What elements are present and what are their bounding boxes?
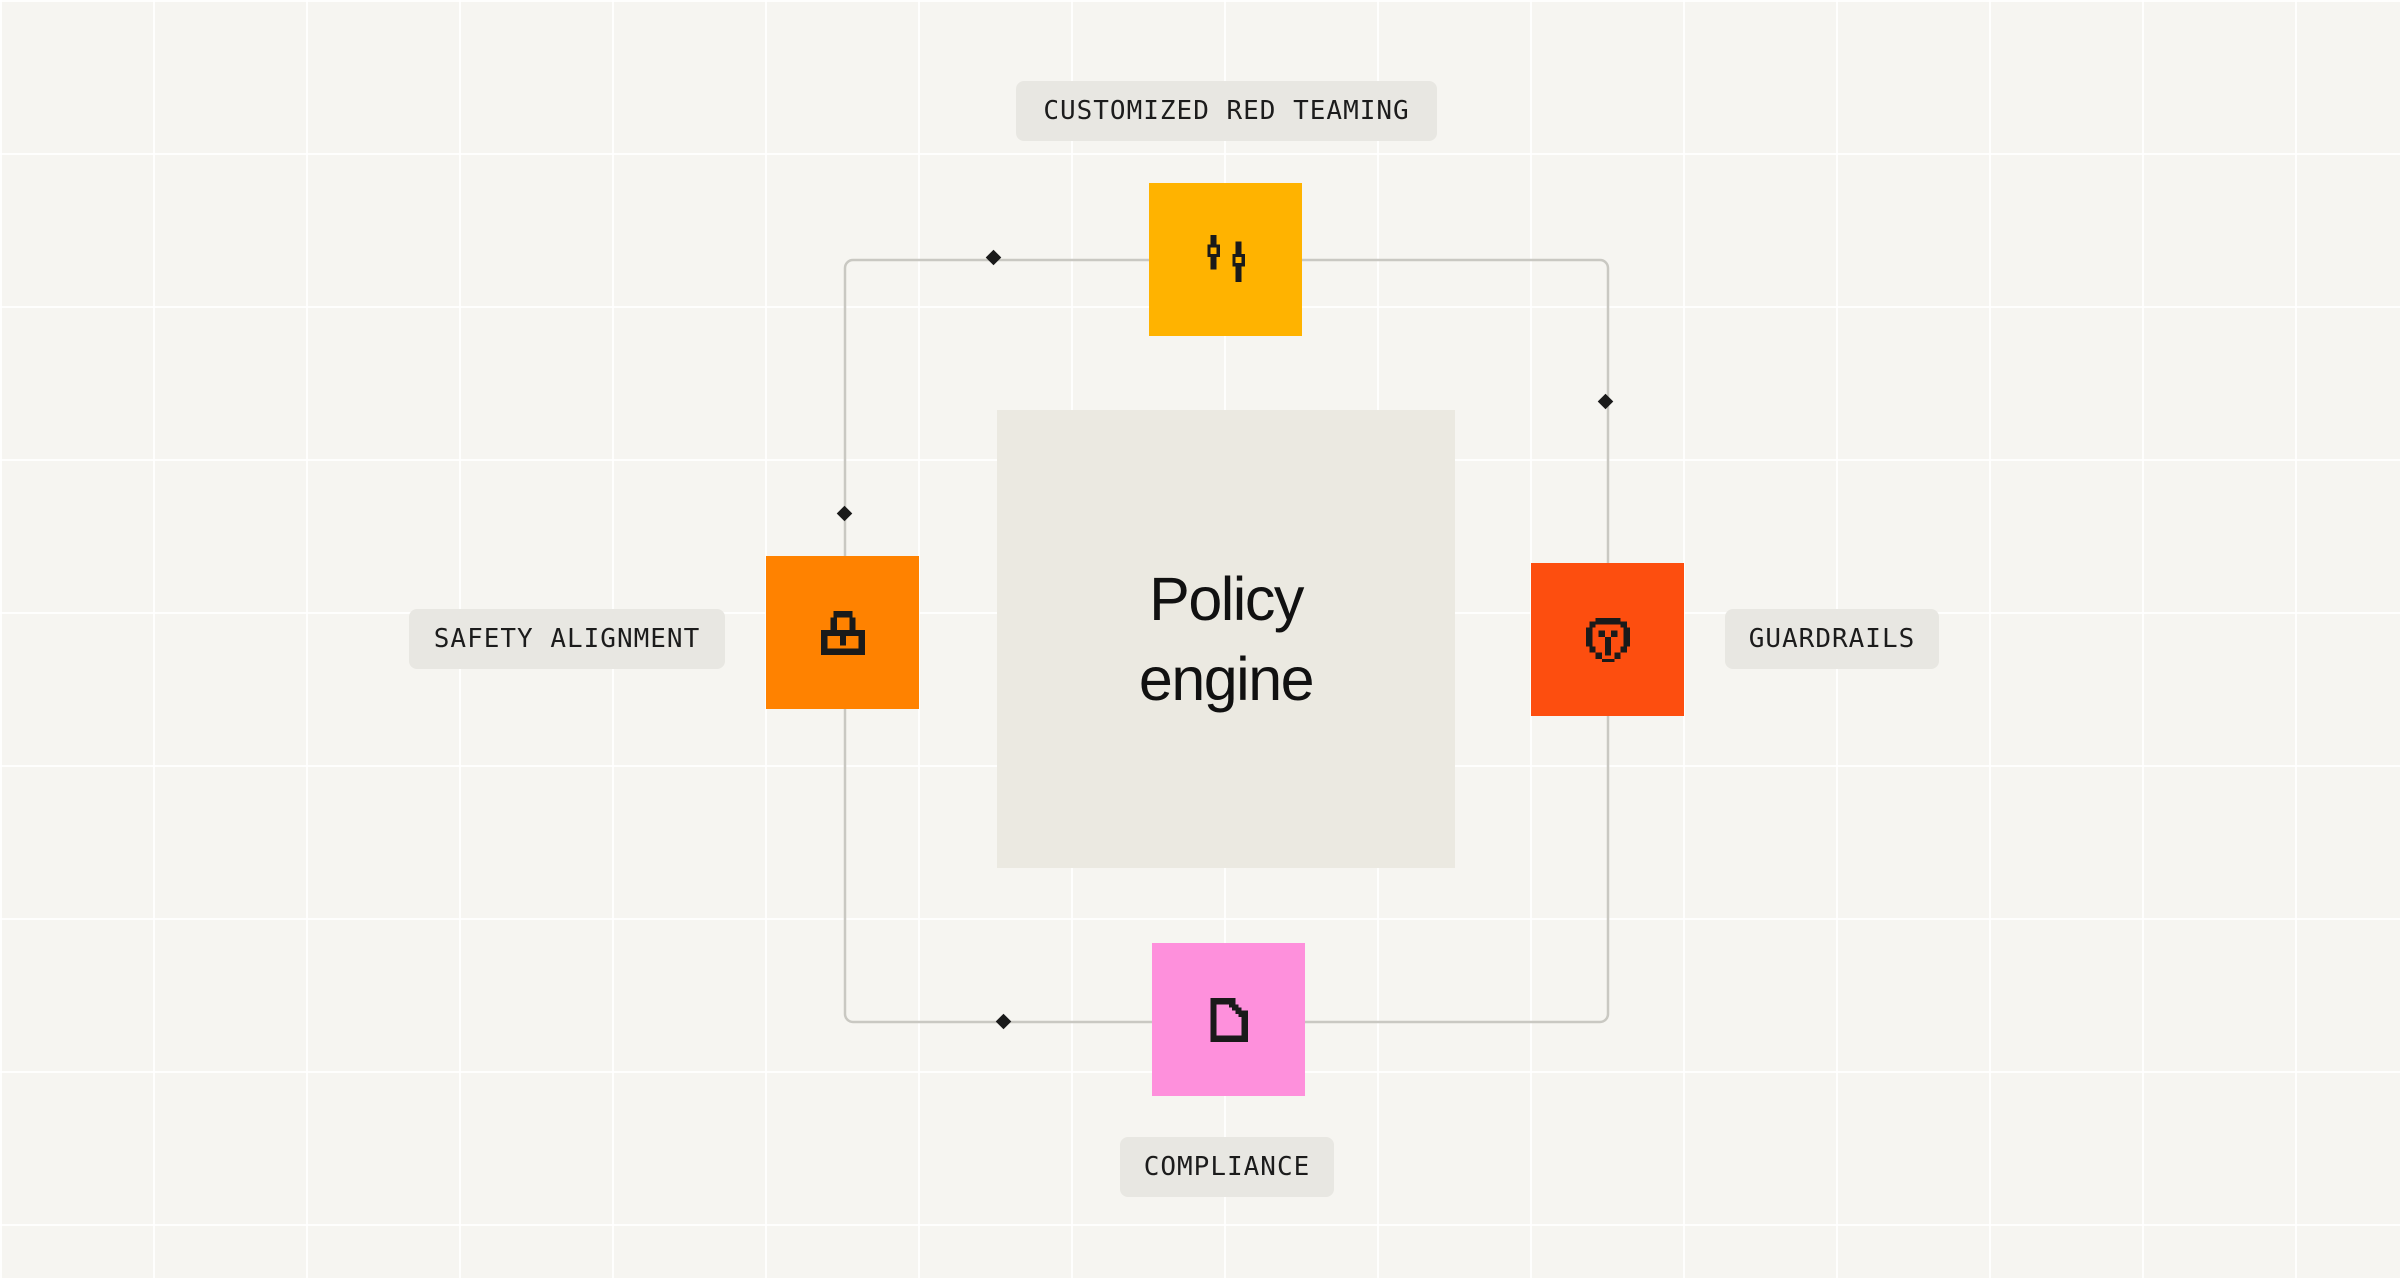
document-icon	[1209, 997, 1248, 1042]
sliders-icon	[1206, 234, 1245, 282]
node-red-teaming	[1149, 183, 1302, 336]
connector-marker	[1597, 393, 1614, 410]
node-safety-alignment	[766, 556, 919, 709]
shield-icon	[1585, 617, 1630, 662]
node-compliance	[1152, 943, 1305, 1096]
node-guardrails	[1531, 563, 1684, 716]
lock-icon	[820, 610, 865, 655]
connector-marker	[995, 1013, 1012, 1030]
policy-engine-box: Policy engine	[997, 410, 1455, 868]
label-red-teaming: CUSTOMIZED RED TEAMING	[1016, 81, 1437, 141]
label-compliance: COMPLIANCE	[1120, 1137, 1334, 1197]
policy-engine-title-line1: Policy	[1149, 565, 1304, 633]
connector-marker	[985, 249, 1002, 266]
connector-marker	[836, 505, 853, 522]
label-guardrails: GUARDRAILS	[1725, 609, 1939, 669]
label-safety-alignment: SAFETY ALIGNMENT	[409, 609, 725, 669]
policy-engine-title-line2: engine	[1138, 645, 1315, 713]
